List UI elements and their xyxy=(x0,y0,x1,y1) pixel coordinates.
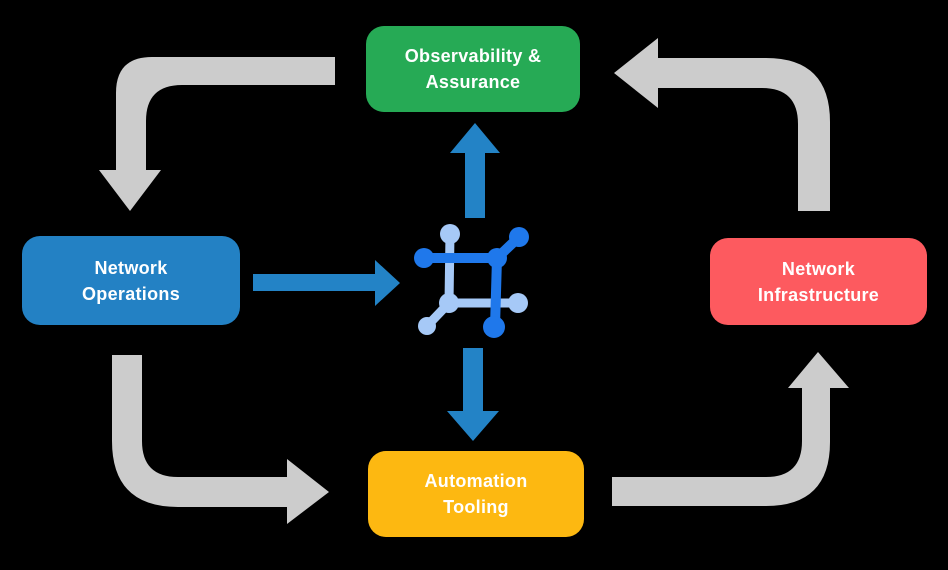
arrow-operations-to-automation xyxy=(112,355,329,524)
arrow-infrastructure-to-observability xyxy=(614,38,830,211)
node-network-infrastructure: Network Infrastructure xyxy=(710,238,927,325)
node-observability-assurance: Observability & Assurance xyxy=(366,26,580,112)
hub-dark-node-junction xyxy=(487,248,507,268)
arrow-operations-to-hub xyxy=(253,260,400,306)
hub-light-node-top xyxy=(440,224,460,244)
arrow-observability-to-operations xyxy=(99,57,335,211)
node-automation-tooling: Automation Tooling xyxy=(368,451,584,537)
arrow-hub-to-observability xyxy=(450,123,500,218)
node-operations-label: Network Operations xyxy=(81,257,181,304)
hub-dark-node-left xyxy=(414,248,434,268)
node-network-operations: Network Operations xyxy=(22,236,240,325)
node-infrastructure-label: Network Infrastructure xyxy=(757,258,880,305)
hub-light-node-right xyxy=(508,293,528,313)
node-automation-label: Automation Tooling xyxy=(424,471,528,517)
hub-light-vertical-line xyxy=(444,229,455,308)
network-hub-icon xyxy=(414,224,529,338)
arrow-hub-to-automation xyxy=(447,348,499,441)
hub-light-node-bottomleft xyxy=(418,317,436,335)
hub-light-node-junction xyxy=(439,293,459,313)
hub-dark-node-topright xyxy=(509,227,529,247)
hub-dark-vertical-line xyxy=(490,253,502,332)
arrow-automation-to-infrastructure xyxy=(612,352,849,506)
hub-dark-node-bottom xyxy=(483,316,505,338)
node-observability-label: Observability & Assurance xyxy=(404,46,542,92)
